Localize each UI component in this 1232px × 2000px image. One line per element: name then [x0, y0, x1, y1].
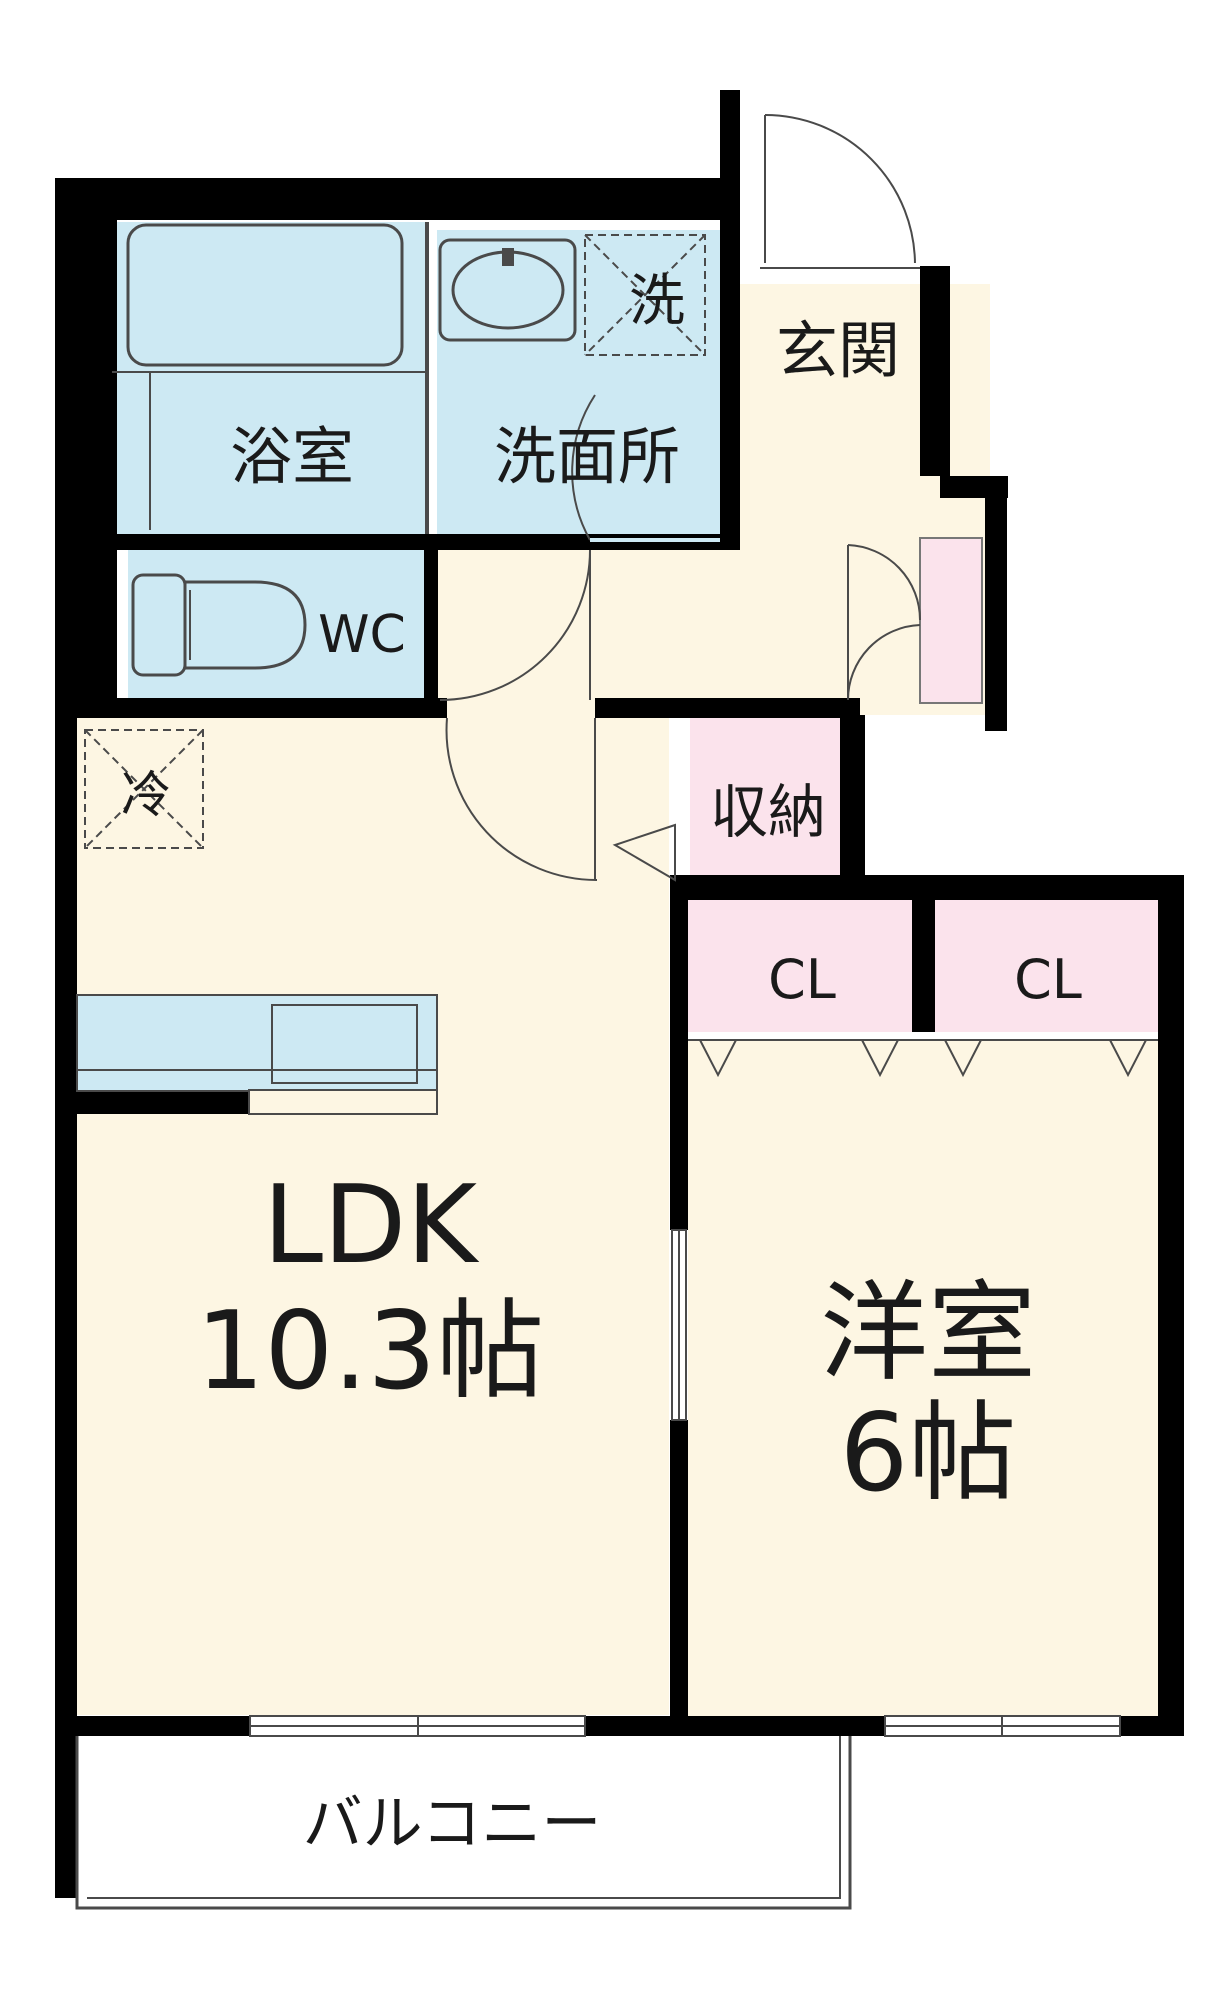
entrance-label: 玄関	[776, 314, 900, 387]
kitchen-counter	[76, 994, 438, 1092]
toilet-label: WC	[318, 605, 406, 665]
toilet-bowl	[183, 580, 307, 670]
balcony-outline	[75, 1736, 852, 1910]
western-size-label: 6帖	[840, 1391, 1017, 1516]
closet-1-label: CL	[768, 948, 836, 1011]
bathtub	[126, 223, 404, 367]
bath-label: 浴室	[230, 420, 354, 493]
closet-1-floor	[688, 900, 912, 1032]
hallway-floor	[438, 540, 990, 715]
storage-floor	[690, 715, 840, 875]
closet-2-floor	[935, 900, 1159, 1032]
ldk-floor	[72, 715, 669, 1715]
washbasin-counter	[438, 238, 577, 342]
washroom-label: 洗面所	[494, 420, 680, 493]
washer-box	[584, 234, 706, 356]
washer-label: 洗	[629, 269, 685, 334]
kitchen-sink	[271, 1004, 418, 1084]
ldk-size-label: 10.3帖	[196, 1289, 544, 1414]
western-room-floor	[688, 1040, 1172, 1716]
doors	[439, 114, 1158, 1078]
storage-label: 収納	[710, 778, 826, 846]
bath-floor	[112, 222, 427, 534]
washbasin-faucet	[502, 248, 514, 266]
fridge-box	[84, 729, 204, 849]
fridge-label: 冷	[121, 766, 171, 824]
closet-2-label: CL	[1014, 948, 1082, 1011]
balcony-label: バルコニー	[303, 1789, 602, 1859]
windows	[249, 1715, 1121, 1737]
walls	[55, 90, 1184, 1898]
sliding-door	[671, 1229, 687, 1421]
ldk-name-label: LDK	[263, 1163, 480, 1288]
shoe-storage	[919, 537, 983, 704]
western-name-label: 洋室	[820, 1271, 1036, 1396]
washroom-floor	[437, 230, 723, 534]
